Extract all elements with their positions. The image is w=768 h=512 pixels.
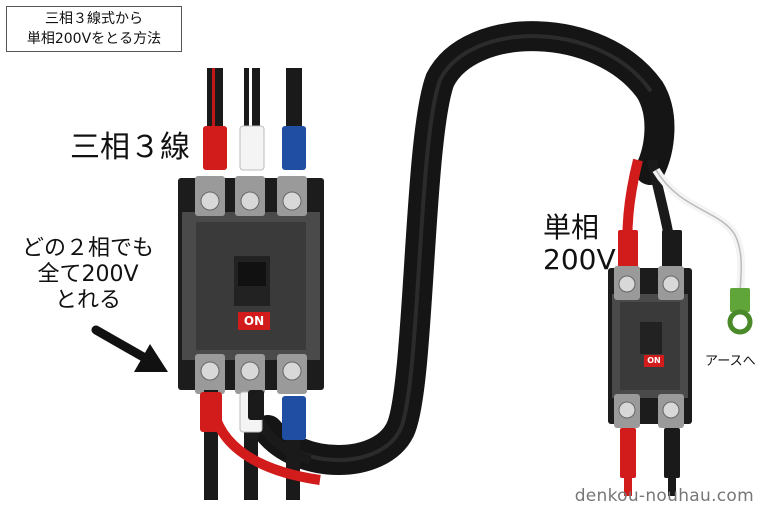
blue-sleeve-top: [282, 126, 306, 170]
single-phase-wires: [618, 158, 753, 335]
any-two-phases-note: どの２相でも 全て200V とれる: [8, 236, 168, 314]
watermark: denkou-nouhau.com: [574, 486, 754, 506]
white-sleeve-top: [239, 125, 265, 171]
earth-sleeve: [730, 288, 750, 312]
red-sleeve-top: [203, 126, 227, 170]
outgoing-wires: [200, 390, 321, 500]
single-phase-line-1: 単相: [543, 211, 600, 244]
single-phase-breaker: [608, 266, 692, 496]
single-phase-on-tag: ON: [644, 355, 664, 367]
blue-sleeve-bottom: [282, 396, 306, 440]
incoming-wires: [203, 68, 306, 171]
title-box: 三相３線式から 単相200Vをとる方法: [6, 6, 182, 52]
note-line-1: どの２相でも: [21, 236, 154, 261]
note-line-3: とれる: [54, 288, 121, 313]
single-phase-label: 単相 200V: [543, 212, 616, 276]
three-phase-on-tag: ON: [238, 312, 270, 330]
note-line-2: 全て200V: [37, 262, 139, 287]
earth-ring-terminal: [727, 309, 753, 335]
single-phase-line-2: 200V: [543, 243, 616, 276]
three-phase-breaker: [178, 176, 324, 394]
earth-label: アースへ: [705, 354, 756, 369]
arrow-icon: [91, 325, 168, 372]
three-phase-label: 三相３線: [70, 130, 190, 165]
title-line-1: 三相３線式から: [45, 11, 143, 27]
title-line-2: 単相200Vをとる方法: [26, 31, 162, 47]
